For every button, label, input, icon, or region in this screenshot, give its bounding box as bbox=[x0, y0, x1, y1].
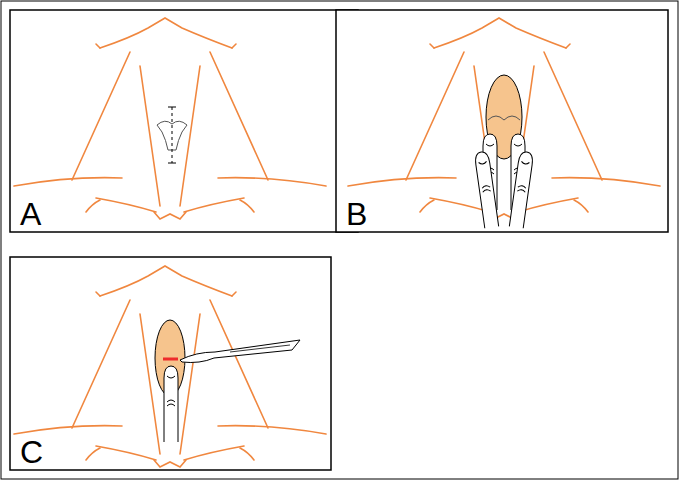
panel-letter: B bbox=[346, 198, 367, 230]
panel-letter: A bbox=[20, 198, 41, 230]
panel-letter: C bbox=[20, 436, 43, 468]
